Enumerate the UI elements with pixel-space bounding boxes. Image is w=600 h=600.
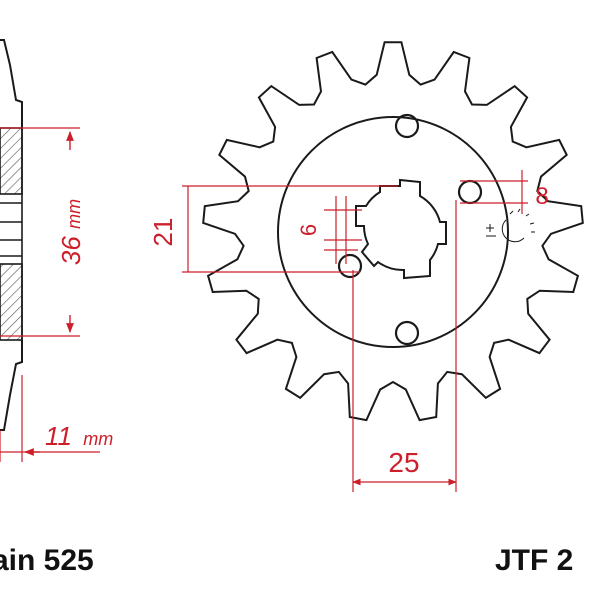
dim-hole-size: 8 — [460, 170, 549, 214]
hub-hatch-lower — [0, 263, 23, 341]
side-profile-bottom — [0, 340, 23, 431]
width-unit: mm — [83, 429, 113, 449]
dim-width: 11 mm — [0, 375, 113, 462]
width-value: 11 — [45, 421, 72, 451]
svg-text:36 mm: 36 mm — [56, 199, 86, 265]
part-number-label: JTF 2 — [495, 544, 574, 577]
rotation-direction-icon — [486, 208, 535, 243]
dim-shaft-diameter: 36 mm — [0, 127, 86, 337]
side-section-view — [0, 39, 23, 431]
mount-hole-top — [394, 113, 420, 139]
chain-size-label: ain 525 — [0, 544, 94, 577]
side-profile-top — [0, 39, 23, 130]
mount-hole-left — [337, 253, 363, 279]
hub-hatch-upper — [0, 127, 23, 195]
hub-circle — [277, 116, 509, 348]
spline-width-label: 6 — [296, 224, 321, 236]
svg-text:11 mm: 11 mm — [45, 421, 113, 451]
mount-hole-bottom — [394, 320, 420, 346]
dim-spline-width: 6 — [296, 196, 362, 264]
shaft-diameter-unit: mm — [64, 199, 84, 229]
shaft-diameter-value: 36 — [56, 236, 86, 265]
dim-spline-height: 21 — [148, 185, 398, 273]
bolt-spacing-label: 25 — [388, 447, 419, 478]
dim-bolt-spacing: 25 — [352, 200, 457, 492]
spline-bore — [355, 178, 447, 280]
mount-hole-right — [457, 179, 483, 205]
spline-height-label: 21 — [148, 218, 178, 247]
sprocket-outline — [202, 41, 584, 422]
hole-size-label: 8 — [535, 183, 548, 210]
